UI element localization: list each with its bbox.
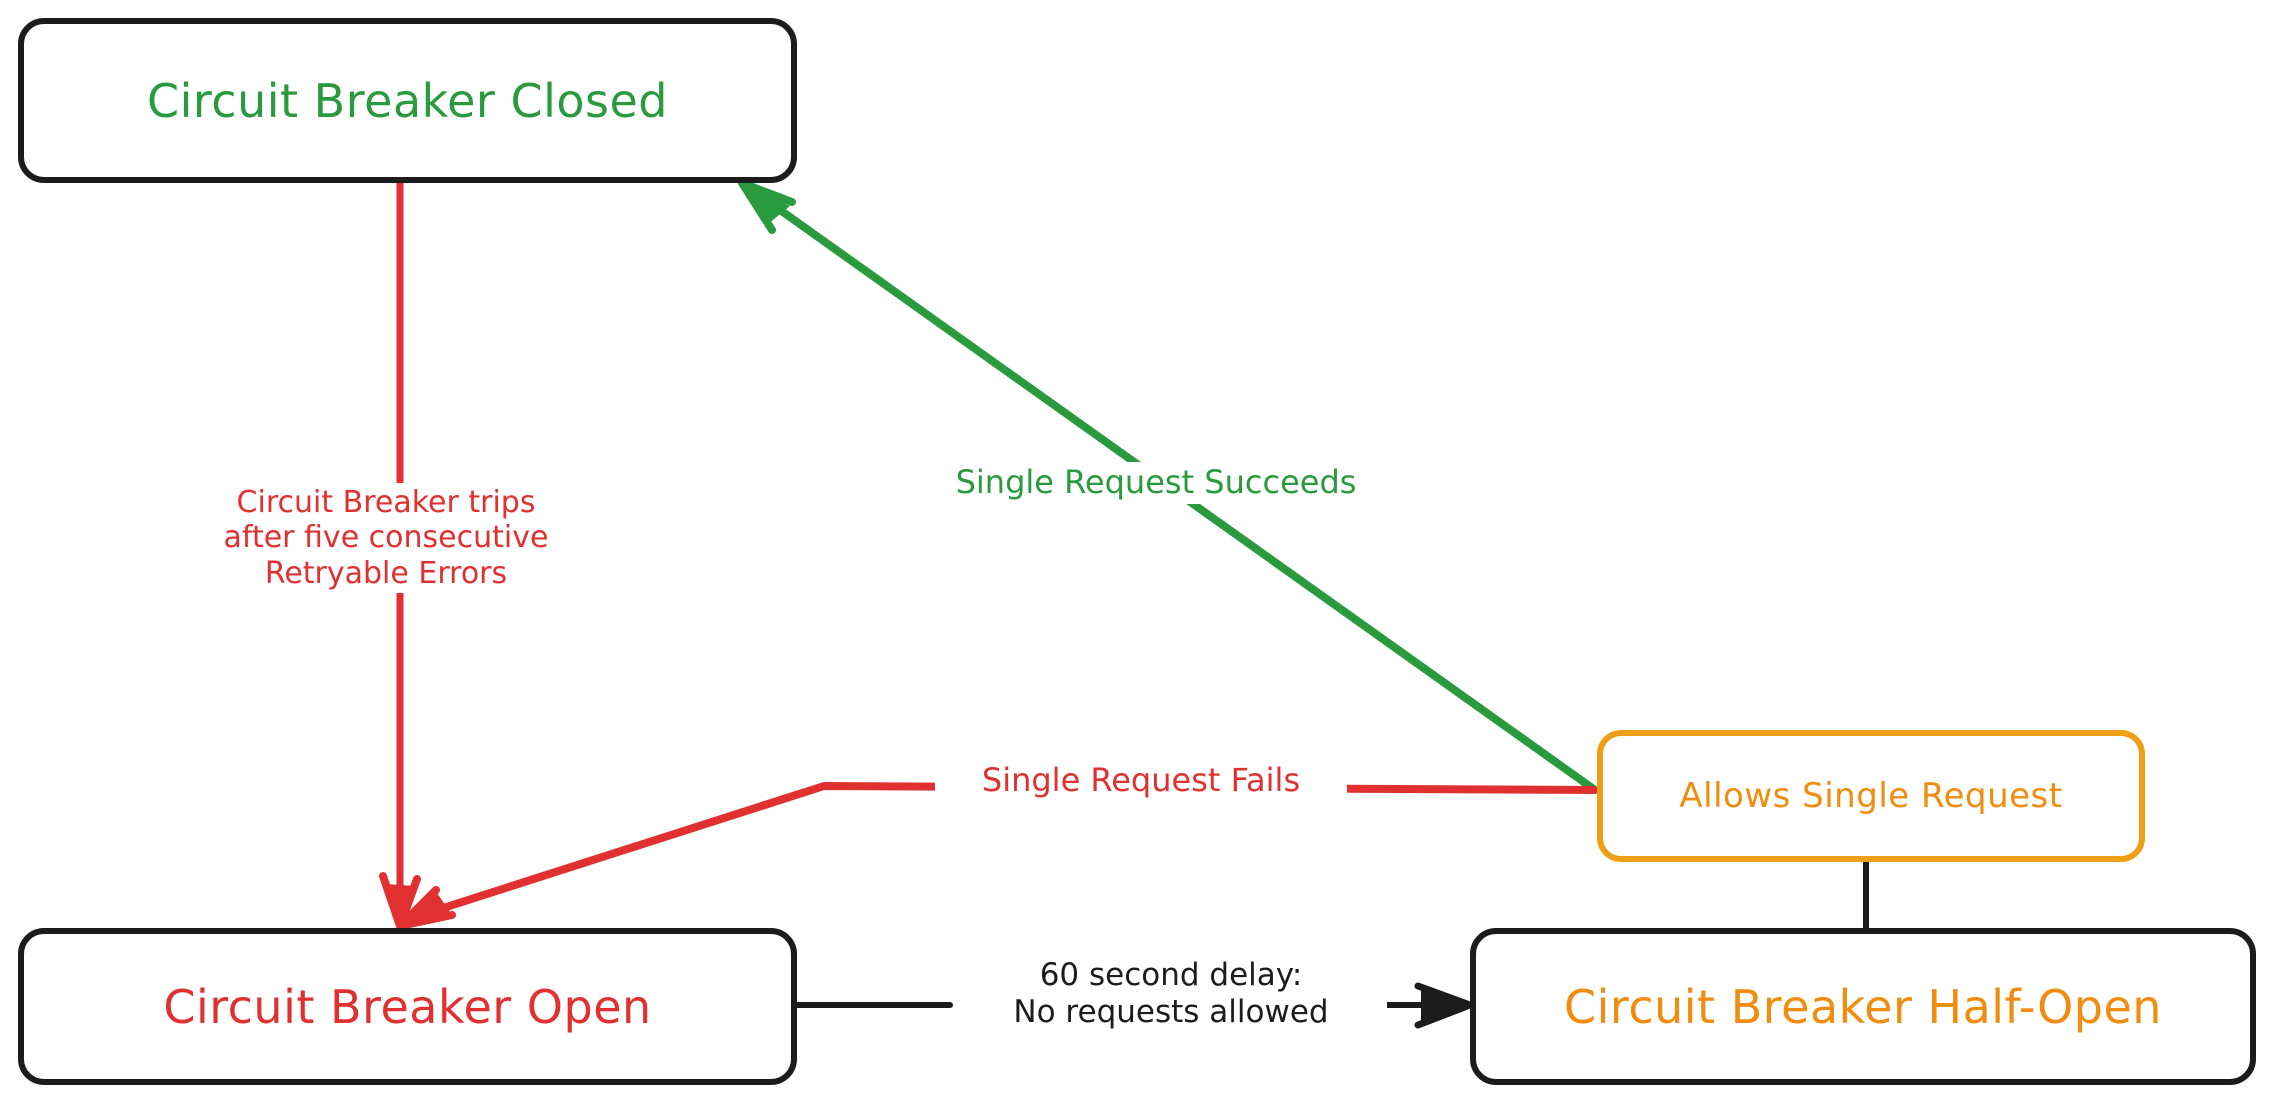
state-node-circuit-breaker-open[interactable]: Circuit Breaker Open <box>18 928 797 1085</box>
state-node-allows-single-request[interactable]: Allows Single Request <box>1597 730 2145 862</box>
edge-label-60-second-delay: 60 second delay: No requests allowed <box>955 955 1387 1033</box>
edge-label-single-request-fails: Single Request Fails <box>935 760 1347 802</box>
state-node-circuit-breaker-closed[interactable]: Circuit Breaker Closed <box>18 18 797 183</box>
state-node-label-open: Circuit Breaker Open <box>163 979 652 1034</box>
edge-label-circuit-breaker-trips: Circuit Breaker trips after five consecu… <box>180 483 592 594</box>
edge-label-single-request-succeeds: Single Request Succeeds <box>905 462 1407 504</box>
state-node-circuit-breaker-half-open[interactable]: Circuit Breaker Half-Open <box>1470 928 2256 1085</box>
state-node-label-closed: Circuit Breaker Closed <box>147 73 668 128</box>
state-node-label-half-open: Circuit Breaker Half-Open <box>1564 979 2162 1034</box>
state-node-label-allows-single-request: Allows Single Request <box>1679 776 2063 816</box>
edge-allows-to-open <box>396 782 1598 930</box>
